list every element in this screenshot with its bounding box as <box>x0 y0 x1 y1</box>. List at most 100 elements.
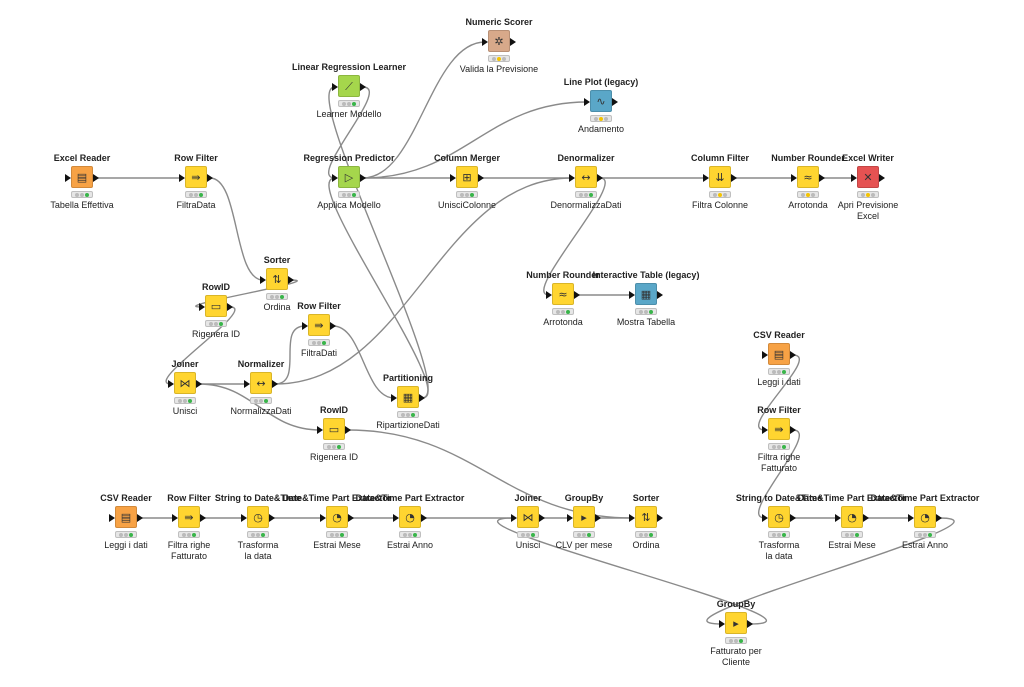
workflow-node[interactable]: Partitioning▦RipartizioneDati <box>348 362 468 431</box>
node-label[interactable]: Filtra righe Fatturato <box>167 540 211 561</box>
input-port[interactable] <box>584 98 590 106</box>
node-icon[interactable]: ⇊ <box>703 166 737 188</box>
node-icon[interactable]: ⟋ <box>332 75 366 97</box>
node-icon[interactable]: ▤ <box>109 506 143 528</box>
output-port[interactable] <box>478 174 484 182</box>
connection-line[interactable] <box>757 429 801 519</box>
output-port[interactable] <box>863 514 869 522</box>
node-icon[interactable]: ⇅ <box>260 268 294 290</box>
workflow-node[interactable]: String to Date&Time◷Trasforma la data <box>719 482 839 562</box>
node-icon[interactable]: ∿ <box>584 90 618 112</box>
node-label[interactable]: Estrai Mese <box>828 540 876 550</box>
node-icon[interactable]: ▸ <box>567 506 601 528</box>
input-port[interactable] <box>629 291 635 299</box>
output-port[interactable] <box>196 380 202 388</box>
output-port[interactable] <box>345 426 351 434</box>
output-port[interactable] <box>597 174 603 182</box>
node-icon[interactable]: ⇅ <box>629 506 663 528</box>
node-label[interactable]: Leggi i dati <box>757 377 801 387</box>
node-icon[interactable]: ⇛ <box>179 166 213 188</box>
output-port[interactable] <box>137 514 143 522</box>
workflow-node[interactable]: Denormalizer↔DenormalizzaDati <box>526 142 646 211</box>
output-port[interactable] <box>574 291 580 299</box>
input-port[interactable] <box>450 174 456 182</box>
input-port[interactable] <box>241 514 247 522</box>
output-port[interactable] <box>227 303 233 311</box>
input-port[interactable] <box>65 174 71 182</box>
output-port[interactable] <box>747 620 753 628</box>
input-port[interactable] <box>320 514 326 522</box>
node-icon[interactable]: ↔ <box>244 372 278 394</box>
workflow-node[interactable]: Normalizer↔NormalizzaDati <box>201 348 321 417</box>
node-icon[interactable]: ◷ <box>241 506 275 528</box>
input-port[interactable] <box>391 394 397 402</box>
node-icon[interactable]: ✲ <box>482 30 516 52</box>
node-label[interactable]: Learner Modello <box>316 109 382 119</box>
node-icon[interactable]: ⇛ <box>762 418 796 440</box>
input-port[interactable] <box>172 514 178 522</box>
workflow-node[interactable]: Row Filter⇛Filtra righe Fatturato <box>719 394 839 474</box>
workflow-node[interactable]: Column Merger⊞UnisciColonne <box>407 142 527 211</box>
node-label[interactable]: Fatturato per Cliente <box>710 646 762 667</box>
input-port[interactable] <box>179 174 185 182</box>
input-port[interactable] <box>260 276 266 284</box>
connection-line[interactable] <box>328 86 429 399</box>
input-port[interactable] <box>332 174 338 182</box>
input-port[interactable] <box>835 514 841 522</box>
output-port[interactable] <box>510 38 516 46</box>
node-label[interactable]: Ordina <box>632 540 660 550</box>
workflow-node[interactable]: Excel Writer✕Apri Previsione Excel <box>808 142 928 222</box>
output-port[interactable] <box>348 514 354 522</box>
workflow-node[interactable]: Column Filter⇊Filtra Colonne <box>660 142 780 211</box>
output-port[interactable] <box>657 291 663 299</box>
node-icon[interactable]: ◔ <box>908 506 942 528</box>
input-port[interactable] <box>511 514 517 522</box>
connection-line[interactable] <box>328 177 429 399</box>
node-label[interactable]: RipartizioneDati <box>376 420 440 430</box>
output-port[interactable] <box>207 174 213 182</box>
workflow-node[interactable]: Date&Time Part Extractor◔Estrai Mese <box>792 482 912 551</box>
output-port[interactable] <box>419 394 425 402</box>
input-port[interactable] <box>482 38 488 46</box>
workflow-node[interactable]: Date&Time Part Extractor◔Estrai Anno <box>865 482 985 551</box>
workflow-node[interactable]: String to Date&Time◷Trasforma la data <box>198 482 318 562</box>
input-port[interactable] <box>762 351 768 359</box>
node-icon[interactable]: ≈ <box>791 166 825 188</box>
output-port[interactable] <box>93 174 99 182</box>
workflow-node[interactable]: Linear Regression Learner⟋Learner Modell… <box>289 51 409 120</box>
node-icon[interactable]: ▤ <box>762 343 796 365</box>
node-label[interactable]: DenormalizzaDati <box>550 200 622 210</box>
node-label[interactable]: FiltraData <box>176 200 216 210</box>
input-port[interactable] <box>719 620 725 628</box>
node-icon[interactable]: ▭ <box>317 418 351 440</box>
workflow-node[interactable]: RowID▭Rigenera ID <box>156 271 276 340</box>
node-icon[interactable]: ◔ <box>320 506 354 528</box>
node-label[interactable]: UnisciColonne <box>437 200 497 210</box>
node-label[interactable]: Arrotonda <box>788 200 828 210</box>
workflow-node[interactable]: Date&Time Part Extractor◔Estrai Mese <box>277 482 397 551</box>
workflow-node[interactable]: Excel Reader▤Tabella Effettiva <box>22 142 142 211</box>
output-port[interactable] <box>879 174 885 182</box>
workflow-node[interactable]: Sorter⇅Ordina <box>217 244 337 313</box>
input-port[interactable] <box>244 380 250 388</box>
connection-line[interactable] <box>496 517 768 625</box>
node-icon[interactable]: ▷ <box>332 166 366 188</box>
output-port[interactable] <box>790 351 796 359</box>
output-port[interactable] <box>936 514 942 522</box>
input-port[interactable] <box>109 514 115 522</box>
node-label[interactable]: Estrai Mese <box>313 540 361 550</box>
workflow-node[interactable]: Number Rounder≈Arrotonda <box>503 259 623 328</box>
input-port[interactable] <box>569 174 575 182</box>
input-port[interactable] <box>199 303 205 311</box>
node-label[interactable]: Estrai Anno <box>901 540 949 550</box>
node-label[interactable]: Trasforma la data <box>237 540 279 561</box>
input-port[interactable] <box>567 514 573 522</box>
connection-line[interactable] <box>198 383 321 431</box>
workflow-node[interactable]: Row Filter⇛Filtra righe Fatturato <box>129 482 249 562</box>
workflow-node[interactable]: CSV Reader▤Leggi i dati <box>66 482 186 551</box>
node-icon[interactable]: ◷ <box>762 506 796 528</box>
output-port[interactable] <box>539 514 545 522</box>
node-icon[interactable]: ▦ <box>629 283 663 305</box>
node-label[interactable]: Valida la Previsione <box>459 64 539 74</box>
output-port[interactable] <box>595 514 601 522</box>
